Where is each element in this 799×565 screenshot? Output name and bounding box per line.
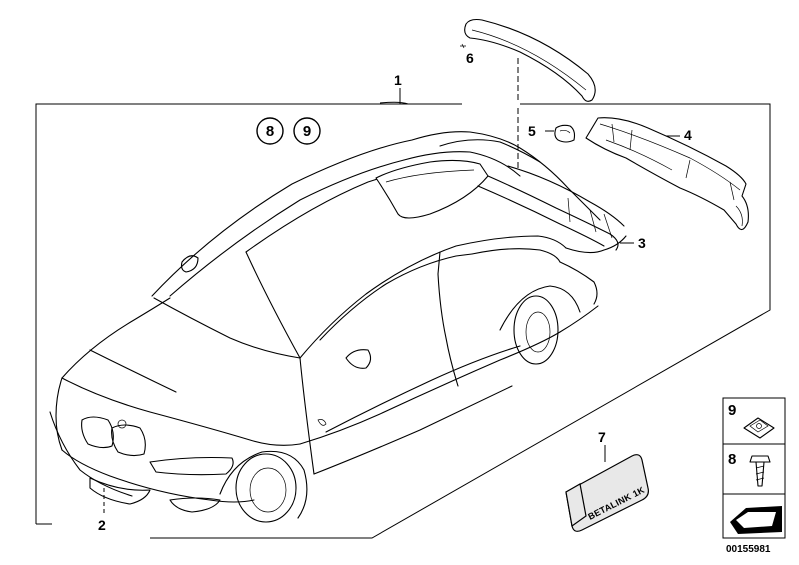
car-body [49, 131, 627, 523]
badge-8: 8 [256, 117, 284, 145]
adhesive-tube: BETALINK 1K [565, 454, 649, 532]
badge-9-label: 9 [303, 123, 311, 140]
callout-3: 3 [638, 235, 646, 251]
screw-icon [749, 455, 771, 487]
badge-9: 9 [293, 117, 321, 145]
clip-nut-icon [743, 417, 775, 439]
kit-arrow-icon [730, 506, 782, 534]
fastener-legend: 9 8 [722, 397, 786, 539]
rear-diffuser [585, 117, 749, 231]
kit-frame [35, 88, 771, 539]
figure-number: 00155981 [726, 544, 771, 555]
callout-4: 4 [684, 127, 692, 143]
callout-7: 7 [598, 429, 606, 445]
callout-1: 1 [394, 72, 402, 88]
rear-lip-spoiler [460, 18, 596, 102]
legend-item-9-number: 9 [728, 402, 736, 419]
legend-item-8-number: 8 [728, 451, 736, 468]
clip-part-5 [554, 124, 576, 143]
badge-8-label: 8 [266, 123, 274, 140]
callout-2: 2 [98, 517, 106, 533]
callout-6: 6 [466, 50, 474, 66]
rear-bumper [375, 139, 625, 251]
callout-5: 5 [528, 123, 536, 139]
